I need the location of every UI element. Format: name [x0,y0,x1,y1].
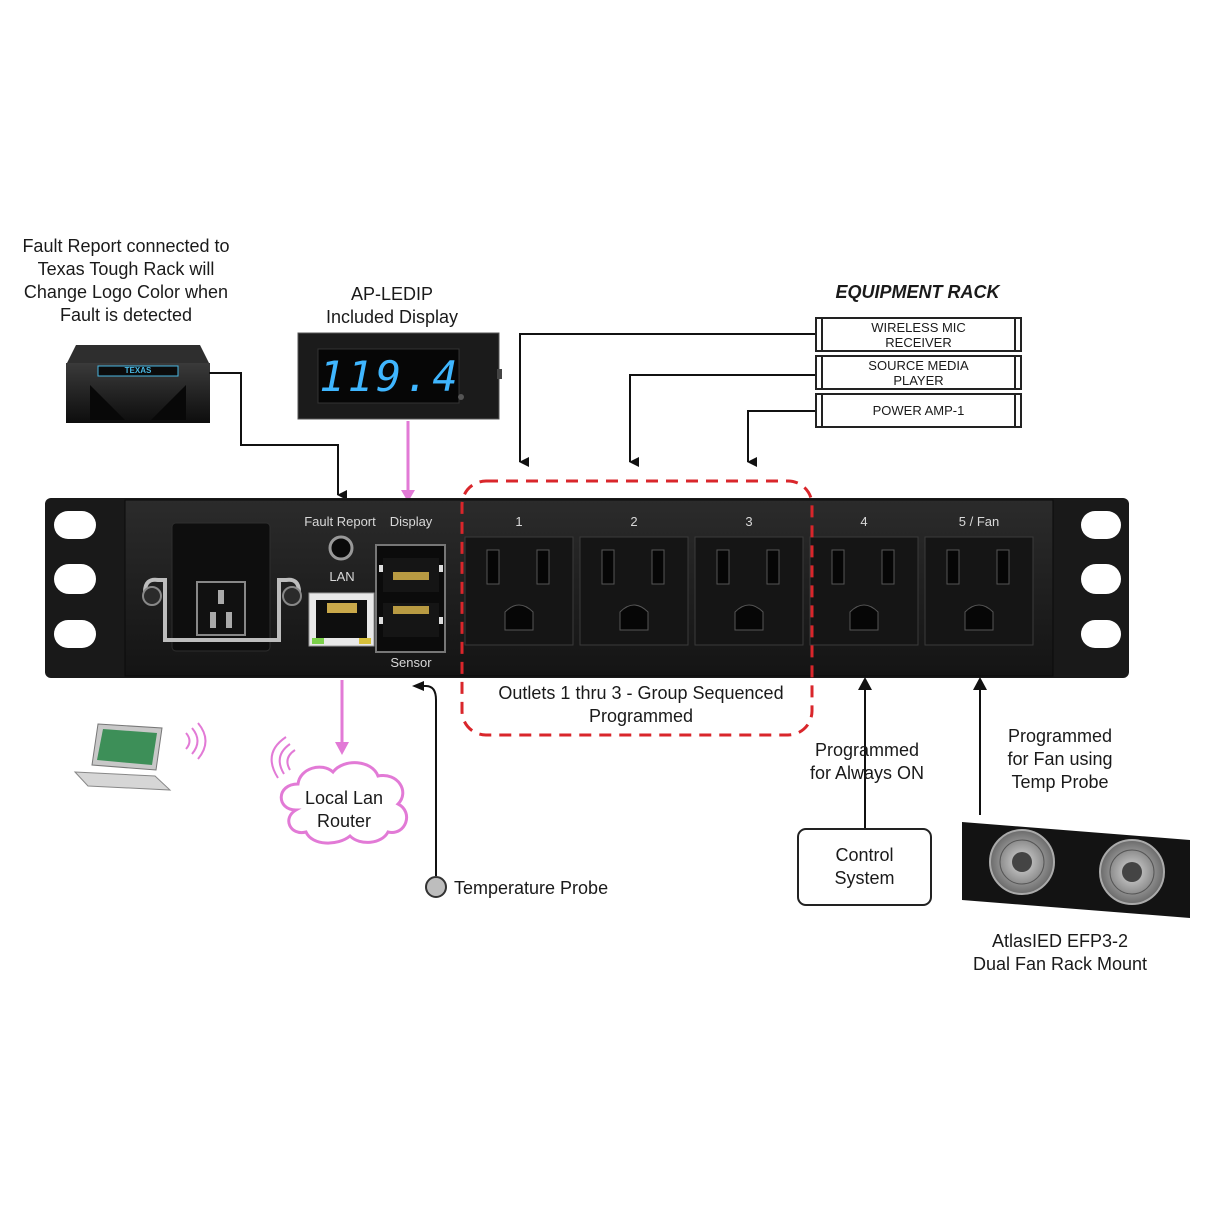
outlet-label-5: 5 / Fan [958,514,1000,529]
equipment-rack-title: EQUIPMENT RACK [835,282,1000,302]
temperature-probe-icon [425,876,447,898]
temperature-probe-label: Temperature Probe [454,878,609,898]
fan-program-note: Programmed for Fan using Temp Probe [1007,726,1113,792]
group-sequence-note: Outlets 1 thru 3 - Group Sequenced Progr… [498,683,784,726]
outlet-2 [579,536,689,646]
router-cloud [279,761,409,845]
control-system-label: Control System [834,845,895,888]
fan-product-label: AtlasIED EFP3-2 Dual Fan Rack Mount [972,931,1148,974]
outlet-label-4: 4 [860,514,868,529]
texas-tough-rack [66,345,210,423]
led-readout-value: 119.4 [319,351,461,401]
router-label: Local Lan Router [304,788,384,831]
always-on-note: Programmed for Always ON [809,740,925,783]
outlet-3 [694,536,804,646]
texas-logo: TEXAS [124,366,152,375]
led-readout: 119.4 [319,351,461,401]
outlet-1 [464,536,574,646]
outlet-label-2: 2 [630,514,638,529]
fan-rack-mount [962,822,1190,918]
display-title: AP-LEDIP Included Display [325,284,459,327]
laptop-wifi-icon [185,722,207,760]
power-inlet [142,522,302,652]
fault-report-label: Fault Report [304,514,376,529]
wifi-waves-icon [270,736,296,779]
outlet-label-3: 3 [745,514,753,529]
outlet-group [464,536,1034,646]
lan-label: LAN [329,569,355,584]
fault-report-note: Fault Report connected to Texas Tough Ra… [22,236,230,325]
display-unit [297,332,502,420]
display-port-label: Display [389,514,433,529]
display-sensor-jacks [375,544,446,653]
sensor-label: Sensor [390,655,432,670]
outlet-5 [924,536,1034,646]
group-sequence-box [460,479,814,737]
lan-jack [308,592,375,647]
laptop-icon [73,723,172,791]
control-system-box [797,828,932,906]
outlet-label-1: 1 [515,514,523,529]
outlet-4 [809,536,919,646]
fault-report-jack [328,535,354,561]
rack-unit-power-amp: POWER AMP-1 [815,393,1022,428]
